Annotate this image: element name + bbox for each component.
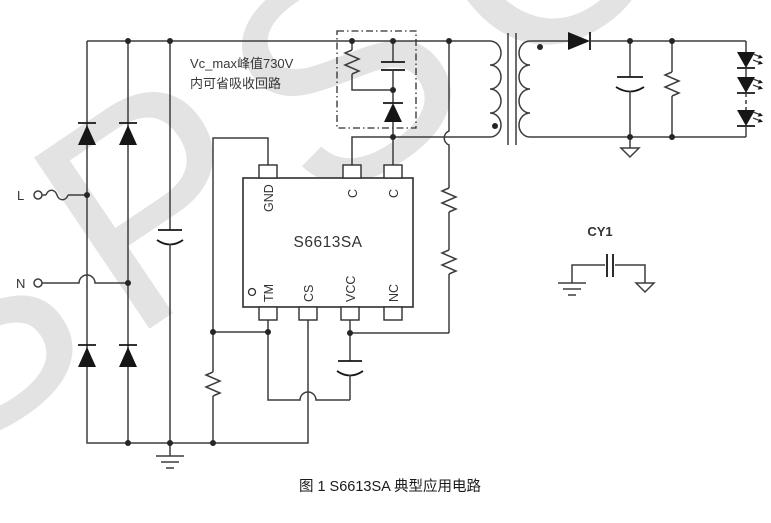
ic-pin-cs bbox=[298, 306, 318, 321]
gnd-sense-resistor bbox=[204, 137, 269, 443]
startup-resistors bbox=[440, 41, 458, 333]
secondary-winding-icon bbox=[518, 40, 531, 138]
pin-label-gnd: GND bbox=[262, 184, 276, 212]
primary-earth-ground-icon bbox=[156, 443, 184, 469]
led-icon bbox=[737, 110, 755, 126]
annotation-line2: 内可省吸收回路 bbox=[190, 76, 281, 91]
ic-pin-tm bbox=[258, 306, 278, 321]
led-icon bbox=[737, 52, 755, 68]
primary-winding-icon bbox=[489, 40, 502, 138]
y-cap-secondary-ground-icon bbox=[634, 282, 656, 294]
secondary-polarity-dot-icon bbox=[537, 44, 543, 50]
output-stage bbox=[530, 32, 764, 159]
annotation: Vc_max峰值730V 内可省吸收回路 bbox=[190, 56, 294, 91]
ic-pin-vcc bbox=[340, 306, 360, 321]
bulk-capacitor bbox=[156, 41, 184, 443]
snubber-network bbox=[336, 30, 417, 137]
led-icon bbox=[737, 77, 755, 93]
fuse-icon bbox=[45, 189, 69, 201]
pin-label-nc: NC bbox=[387, 284, 401, 302]
ic-body bbox=[242, 177, 414, 308]
figure-caption: 图 1 S6613SA 典型应用电路 bbox=[299, 477, 482, 495]
annotation-line1: Vc_max峰值730V bbox=[190, 56, 294, 71]
live-input: L bbox=[17, 188, 87, 203]
output-capacitor bbox=[615, 41, 645, 137]
bridge-diode-icon bbox=[78, 122, 137, 367]
y-cap-label: CY1 bbox=[587, 224, 612, 239]
neutral-terminal-label: N bbox=[16, 276, 25, 291]
pin1-marker-icon bbox=[247, 287, 257, 297]
output-resistor bbox=[663, 41, 681, 137]
snubber-box bbox=[336, 30, 417, 129]
ic-pin-gnd bbox=[258, 164, 278, 179]
ic-s6613sa: S6613SA GND C C TM CS VCC NC bbox=[242, 164, 414, 321]
bridge-rectifier bbox=[78, 40, 490, 444]
pin-label-c2: C bbox=[387, 189, 401, 198]
ic-pin-c2 bbox=[383, 164, 403, 179]
pin-label-c1: C bbox=[346, 189, 360, 198]
transformer bbox=[489, 33, 543, 145]
y-capacitor: CY1 bbox=[558, 224, 656, 296]
pin-label-tm: TM bbox=[262, 284, 276, 302]
junction-dots bbox=[84, 38, 675, 446]
tm-branch bbox=[267, 320, 350, 401]
y-cap-earth-ground-icon bbox=[558, 282, 586, 296]
snubber-capacitor bbox=[381, 41, 405, 90]
pin-label-cs: CS bbox=[302, 285, 316, 302]
neutral-input: N bbox=[16, 274, 128, 291]
primary-polarity-dot-icon bbox=[492, 123, 498, 129]
switch-node-wire bbox=[351, 136, 490, 165]
ic-pin-c1 bbox=[342, 164, 362, 179]
ic-name: S6613SA bbox=[294, 234, 363, 251]
ic-pin-nc bbox=[383, 306, 403, 321]
transformer-core-icon bbox=[507, 33, 517, 145]
live-terminal-label: L bbox=[17, 188, 24, 203]
vcc-capacitor bbox=[336, 320, 449, 400]
pin-label-vcc: VCC bbox=[344, 276, 358, 302]
led-string bbox=[737, 41, 764, 137]
